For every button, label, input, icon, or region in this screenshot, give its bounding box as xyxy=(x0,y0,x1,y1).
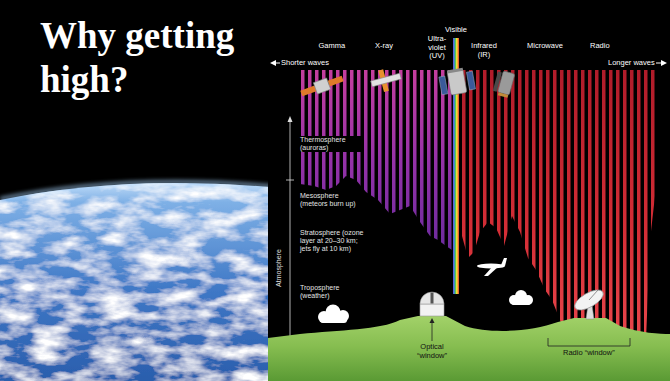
xray-satellite xyxy=(369,65,404,94)
atmosphere-bracket xyxy=(290,120,291,350)
cloud xyxy=(509,290,533,305)
window-label: Radio “window” xyxy=(563,349,615,358)
dish-bowl xyxy=(572,286,607,314)
slide-title: Why getting high? xyxy=(40,14,270,102)
ground-hills xyxy=(268,316,670,381)
observatory-dome xyxy=(420,292,444,304)
infrared-telescope xyxy=(492,70,515,99)
earth-photo xyxy=(0,183,300,381)
gamma-satellite xyxy=(299,73,344,99)
band-label: X-ray xyxy=(375,42,393,51)
layer-tick xyxy=(286,180,294,181)
telescope-base xyxy=(498,92,508,97)
layer-label: Stratosphere (ozone layer at 20–30 km; j… xyxy=(298,229,370,253)
radio-dish xyxy=(572,286,607,319)
wing xyxy=(484,266,499,276)
wave-direction: Shorter waves xyxy=(281,59,329,68)
arrow-head xyxy=(288,116,293,122)
fuselage xyxy=(477,263,505,268)
tail xyxy=(501,258,507,266)
cloud-base xyxy=(511,299,531,305)
observatory-base xyxy=(420,304,444,316)
arrow-line xyxy=(656,63,661,64)
band-label: Gamma xyxy=(319,42,346,51)
band-label: Microwave xyxy=(527,42,563,51)
band-label: Ultra-violet (UV) xyxy=(423,35,451,61)
band-label: Infrared (IR) xyxy=(467,42,501,59)
pointer-line xyxy=(432,322,433,341)
dome-slit xyxy=(431,293,434,304)
axis-label: Atmosphere xyxy=(275,247,283,289)
layer-label: Troposphere (weather) xyxy=(298,284,358,300)
arrow-head xyxy=(661,60,667,66)
solar-panel xyxy=(466,71,475,90)
layer-label: Mesosphere (meteors burn up) xyxy=(298,192,366,208)
arrow-head xyxy=(430,318,435,323)
diagram-background xyxy=(268,0,670,381)
telescope-cap xyxy=(447,68,463,74)
dish-feed xyxy=(589,290,598,300)
cloud xyxy=(318,305,349,324)
horizon-glow xyxy=(0,182,300,199)
optical-observatory xyxy=(420,292,444,316)
satellite-body xyxy=(371,73,402,87)
band-label: Radio xyxy=(590,42,610,51)
airplane xyxy=(477,258,507,276)
layer-label: Thermosphere (auroras) xyxy=(298,136,362,152)
telescope-tube xyxy=(498,71,515,95)
wave-direction: Longer waves xyxy=(608,59,655,68)
short-wave-stripes xyxy=(300,70,452,250)
arrow-head xyxy=(270,60,276,66)
window-bracket xyxy=(548,338,630,346)
band-label: Visible xyxy=(445,26,467,35)
solar-panel xyxy=(300,86,316,97)
long-wave-stripes xyxy=(462,70,655,340)
hubble-telescope xyxy=(438,66,476,97)
telescope-tube xyxy=(447,69,467,95)
arrow-line xyxy=(276,63,280,64)
solar-panel xyxy=(328,76,344,87)
solar-panel xyxy=(439,76,448,95)
satellite-body xyxy=(313,78,330,94)
window-label: Optical “window” xyxy=(410,343,454,360)
cloud-base xyxy=(320,316,347,323)
